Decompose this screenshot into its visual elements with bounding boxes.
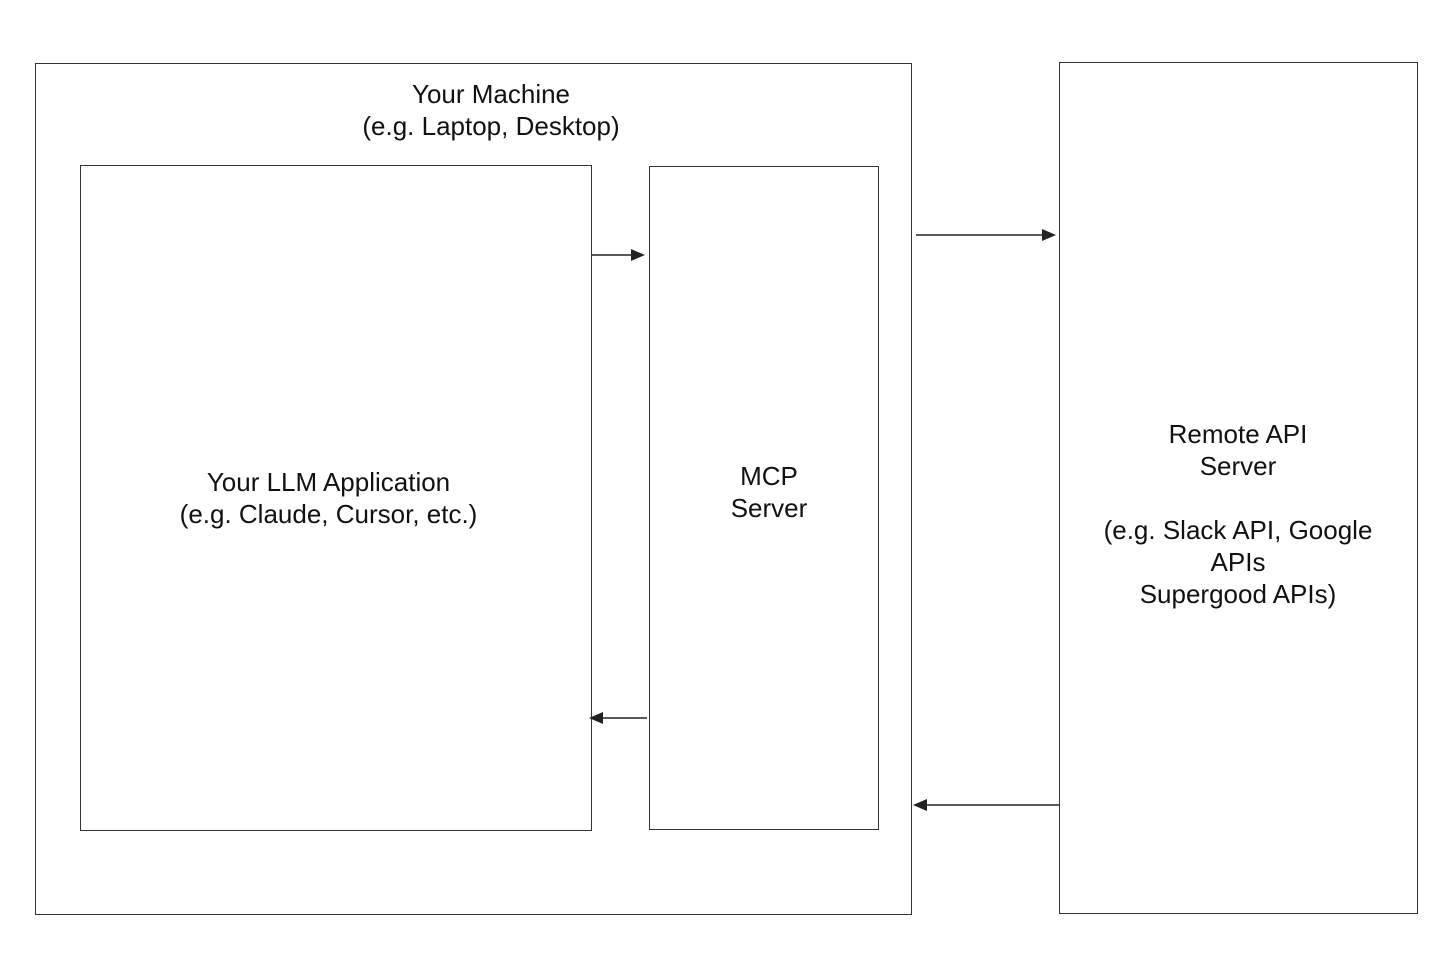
llm-application-box bbox=[80, 165, 592, 831]
arrow-mcp-to-llm bbox=[589, 712, 647, 724]
machine-title: Your Machine bbox=[411, 79, 571, 109]
arrow-machine-to-remote bbox=[916, 229, 1056, 241]
llm-application-label: Your LLM Application (e.g. Claude, Curso… bbox=[179, 467, 478, 529]
mcp-server-label: MCP Server bbox=[730, 461, 808, 523]
arrow-llm-to-mcp bbox=[592, 249, 645, 261]
remote-api-server-label: Remote API Server (e.g. Slack API, Googl… bbox=[1103, 419, 1373, 609]
mcp-server-box bbox=[649, 166, 879, 830]
arrow-remote-to-machine bbox=[913, 799, 1059, 811]
machine-subtitle: (e.g. Laptop, Desktop) bbox=[362, 111, 620, 141]
remote-api-server-box bbox=[1059, 62, 1418, 914]
